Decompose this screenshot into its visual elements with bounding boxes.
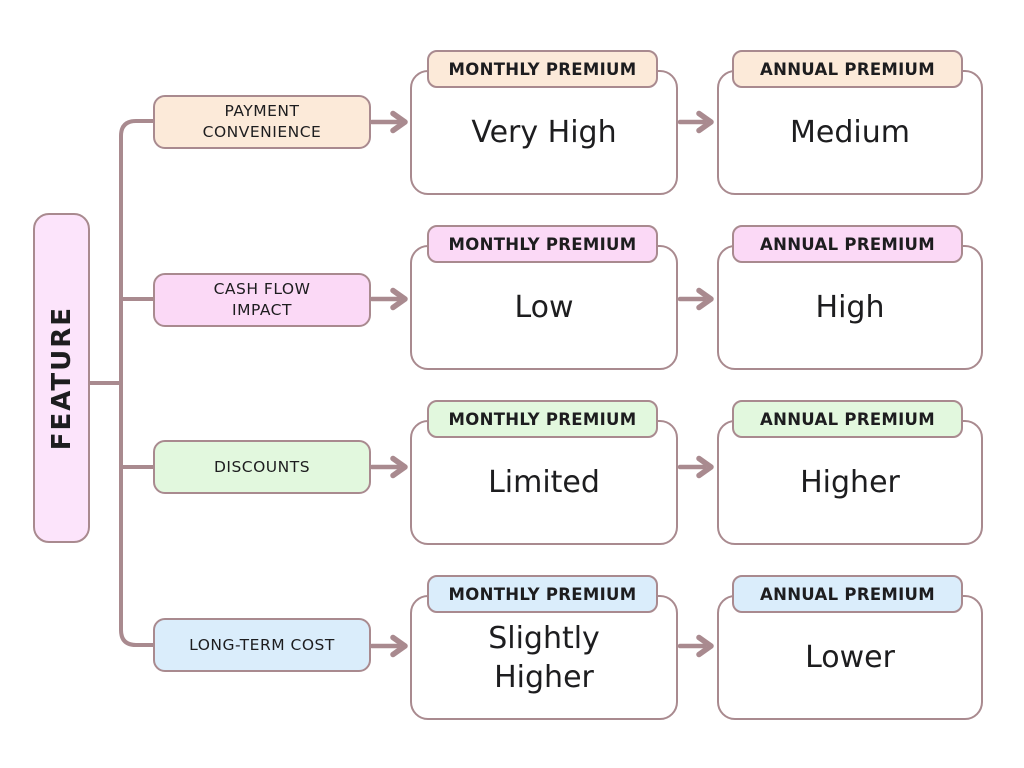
- monthly-premium-header-label: MONTHLY PREMIUM: [448, 409, 637, 429]
- monthly-premium-header: MONTHLY PREMIUM: [427, 50, 658, 88]
- monthly-premium-value: Low: [514, 290, 574, 325]
- feature-label: LONG-TERM COST: [189, 635, 335, 654]
- feature-to-monthly-arrows: [369, 110, 408, 658]
- monthly-premium-card: Limited: [410, 420, 678, 545]
- annual-premium-header-label: ANNUAL PREMIUM: [760, 234, 935, 254]
- annual-premium-card: Lower: [717, 595, 983, 720]
- annual-premium-value: Lower: [805, 640, 895, 675]
- feature-root-node: FEATURE: [33, 213, 90, 543]
- annual-premium-header-label: ANNUAL PREMIUM: [760, 409, 935, 429]
- annual-premium-header: ANNUAL PREMIUM: [732, 225, 963, 263]
- monthly-premium-header-label: MONTHLY PREMIUM: [448, 234, 637, 254]
- annual-premium-header: ANNUAL PREMIUM: [732, 400, 963, 438]
- monthly-premium-value: Slightly Higher: [488, 620, 600, 695]
- feature-node-payment-convenience: PAYMENT CONVENIENCE: [153, 95, 371, 149]
- feature-node-long-term-cost: LONG-TERM COST: [153, 618, 371, 672]
- monthly-premium-card: Slightly Higher: [410, 595, 678, 720]
- bracket-trunk-line: [119, 119, 153, 647]
- monthly-premium-header: MONTHLY PREMIUM: [427, 575, 658, 613]
- monthly-premium-value: Very High: [471, 115, 617, 150]
- annual-premium-card: Higher: [717, 420, 983, 545]
- annual-premium-card: Medium: [717, 70, 983, 195]
- monthly-premium-card: Very High: [410, 70, 678, 195]
- monthly-premium-header: MONTHLY PREMIUM: [427, 225, 658, 263]
- feature-node-cash-flow-impact: CASH FLOW IMPACT: [153, 273, 371, 327]
- monthly-premium-header-label: MONTHLY PREMIUM: [448, 59, 637, 79]
- monthly-premium-card: Low: [410, 245, 678, 370]
- annual-premium-value: High: [815, 290, 885, 325]
- annual-premium-card: High: [717, 245, 983, 370]
- feature-label: CASH FLOW IMPACT: [213, 280, 311, 319]
- annual-premium-header: ANNUAL PREMIUM: [732, 575, 963, 613]
- annual-premium-header: ANNUAL PREMIUM: [732, 50, 963, 88]
- monthly-to-annual-arrows: [677, 110, 714, 658]
- monthly-premium-value: Limited: [488, 465, 600, 500]
- monthly-premium-header-label: MONTHLY PREMIUM: [448, 584, 637, 604]
- feature-root-label: FEATURE: [46, 305, 77, 451]
- feature-node-discounts: DISCOUNTS: [153, 440, 371, 494]
- monthly-premium-header: MONTHLY PREMIUM: [427, 400, 658, 438]
- annual-premium-value: Medium: [790, 115, 910, 150]
- annual-premium-value: Higher: [800, 465, 900, 500]
- feature-label: DISCOUNTS: [213, 457, 311, 476]
- annual-premium-header-label: ANNUAL PREMIUM: [760, 584, 935, 604]
- feature-label: PAYMENT CONVENIENCE: [202, 102, 322, 141]
- annual-premium-header-label: ANNUAL PREMIUM: [760, 59, 935, 79]
